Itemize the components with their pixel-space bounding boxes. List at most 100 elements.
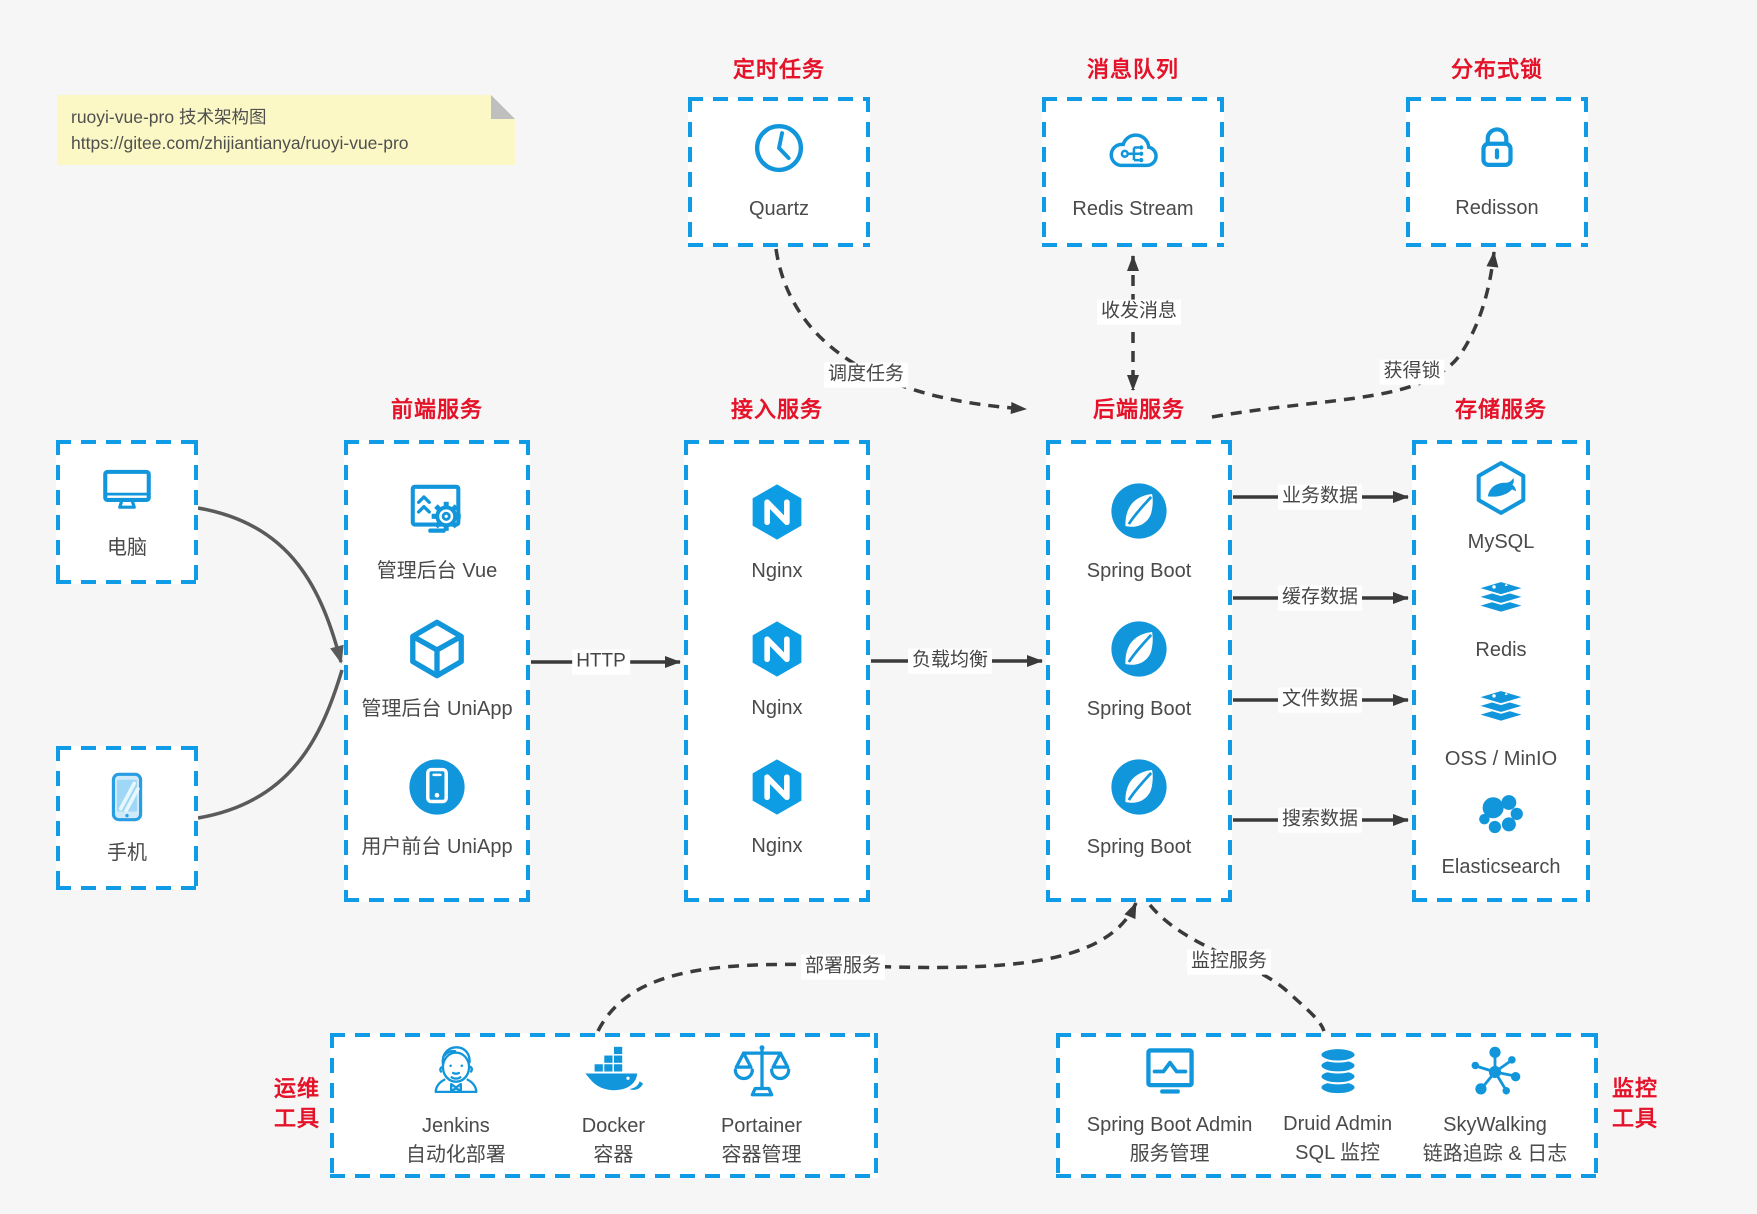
node-label: 管理后台 UniApp [361, 698, 513, 720]
note-url: https://gitee.com/zhijiantianya/ruoyi-vu… [71, 133, 409, 153]
note-fold-icon [491, 95, 515, 119]
edge-label-monitor-service: 监控服务 [1186, 949, 1272, 975]
elasticsearch-icon [1473, 785, 1529, 846]
node-label: Redis [1475, 639, 1527, 662]
group-title-scheduled-task: 定时任务 [732, 57, 825, 82]
node-admin-uniapp: 管理后台 UniApp [361, 618, 513, 724]
node-elasticsearch: Elasticsearch [1441, 785, 1561, 882]
desktop-icon [98, 461, 156, 524]
node-label: 电脑 [107, 537, 147, 559]
group-title-frontend: 前端服务 [390, 397, 483, 422]
node-label: Elasticsearch [1441, 856, 1561, 879]
node-label: Redisson [1455, 197, 1539, 219]
edge-phone-to-frontend [197, 669, 344, 820]
nginx-icon [747, 757, 807, 822]
edge-monitor-service [1148, 903, 1326, 1032]
jenkins-icon [425, 1041, 487, 1108]
frontend-services-box: 管理后台 Vue 管理后台 UniApp [344, 440, 530, 902]
node-nginx-3: Nginx [747, 757, 807, 861]
oss-stack-icon [1473, 677, 1529, 738]
monitor-tools-box: Spring Boot Admin 服务管理 Druid Admin SQL 监… [1056, 1033, 1598, 1178]
portainer-icon [731, 1041, 793, 1108]
nginx-icon [747, 619, 807, 684]
node-label: Quartz [748, 198, 810, 220]
node-skywalking: SkyWalking 链路追踪 & 日志 [1423, 1042, 1567, 1169]
group-title-distributed-lock: 分布式锁 [1450, 57, 1543, 82]
node-label: Nginx [751, 697, 803, 719]
node-springboot-3: Spring Boot [1086, 756, 1192, 862]
node-label: 管理后台 Vue [376, 560, 498, 582]
storage-services-box: MySQL Redis [1412, 440, 1590, 902]
edge-acquire-lock [1211, 251, 1499, 419]
edge-label-send-receive-message: 收发消息 [1096, 299, 1182, 325]
lock-icon [1470, 121, 1524, 180]
backend-services-box: Spring Boot Spring Boot Spring Boot [1046, 440, 1232, 902]
node-label: Spring Boot [1086, 836, 1192, 858]
node-label: Portainer 容器管理 [720, 1115, 803, 1166]
node-nginx-1: Nginx [747, 482, 807, 586]
spring-boot-icon [1108, 756, 1170, 823]
group-title-backend: 后端服务 [1092, 397, 1185, 422]
node-spring-boot-admin: Spring Boot Admin 服务管理 [1086, 1042, 1253, 1169]
node-label: Jenkins 自动化部署 [405, 1115, 506, 1166]
group-title-ops-tools: 运维 工具 [273, 1076, 320, 1131]
edge-label-business-data: 业务数据 [1277, 484, 1363, 510]
message-queue-box: Redis Stream [1042, 97, 1224, 247]
access-services-box: Nginx Nginx Nginx [684, 440, 870, 902]
docker-icon [582, 1041, 644, 1108]
clock-icon [751, 120, 807, 181]
node-label: Druid Admin SQL 监控 [1283, 1113, 1393, 1164]
skywalking-icon [1465, 1042, 1525, 1107]
sticky-note: ruoyi-vue-pro 技术架构图 https://gitee.com/zh… [57, 95, 515, 165]
node-label: Nginx [751, 559, 803, 582]
node-label: OSS / MinIO [1444, 747, 1558, 770]
edge-label-acquire-lock: 获得锁 [1379, 359, 1445, 385]
ops-tools-box: Jenkins 自动化部署 [330, 1033, 878, 1178]
druid-icon [1309, 1043, 1367, 1106]
spring-boot-icon [1108, 480, 1170, 547]
node-label: Spring Boot Admin 服务管理 [1086, 1114, 1253, 1165]
edge-label-cache-data: 缓存数据 [1277, 585, 1363, 611]
node-mysql: MySQL [1467, 460, 1535, 557]
client-phone-box: 手机 [56, 746, 198, 890]
group-title-message-queue: 消息队列 [1086, 57, 1179, 82]
node-label: 用户前台 UniApp [361, 836, 513, 858]
redis-stack-icon [1473, 568, 1529, 629]
mysql-icon [1473, 460, 1529, 521]
edge-label-search-data: 搜索数据 [1277, 807, 1363, 833]
node-springboot-2: Spring Boot [1086, 618, 1192, 724]
client-pc-box: 电脑 [56, 440, 198, 584]
node-label: Redis Stream [1072, 198, 1194, 220]
node-label: SkyWalking 链路追踪 & 日志 [1422, 1114, 1568, 1165]
node-label: MySQL [1467, 530, 1535, 553]
edge-label-http: HTTP [572, 649, 630, 675]
node-springboot-1: Spring Boot [1086, 480, 1192, 586]
node-nginx-2: Nginx [747, 619, 807, 723]
uniapp-cube-icon [406, 618, 468, 685]
edge-label-deploy-service: 部署服务 [800, 954, 886, 980]
node-label: 手机 [107, 842, 147, 864]
admin-vue-icon [406, 480, 468, 547]
node-jenkins: Jenkins 自动化部署 [406, 1041, 506, 1170]
user-app-icon [406, 756, 468, 823]
group-title-access: 接入服务 [730, 397, 823, 422]
node-label: Spring Boot [1086, 560, 1192, 582]
group-title-monitor-tools: 监控 工具 [1612, 1076, 1659, 1131]
distributed-lock-box: Redisson [1406, 97, 1588, 247]
node-redis: Redis [1473, 568, 1529, 665]
node-admin-vue: 管理后台 Vue [377, 480, 497, 586]
cloud-mq-icon [1102, 120, 1164, 181]
node-druid-admin: Druid Admin SQL 监控 [1283, 1043, 1392, 1168]
note-title: ruoyi-vue-pro 技术架构图 [71, 107, 267, 127]
phone-icon [98, 768, 156, 831]
group-title-storage: 存储服务 [1454, 397, 1547, 422]
node-docker: Docker 容器 [582, 1041, 645, 1170]
node-portainer: Portainer 容器管理 [721, 1041, 802, 1170]
sba-icon [1140, 1042, 1200, 1107]
scheduled-task-box: Quartz [688, 97, 870, 247]
edge-label-schedule-task: 调度任务 [823, 362, 909, 388]
nginx-icon [747, 482, 807, 547]
node-label: Spring Boot [1086, 698, 1192, 720]
edge-label-file-data: 文件数据 [1277, 687, 1363, 713]
